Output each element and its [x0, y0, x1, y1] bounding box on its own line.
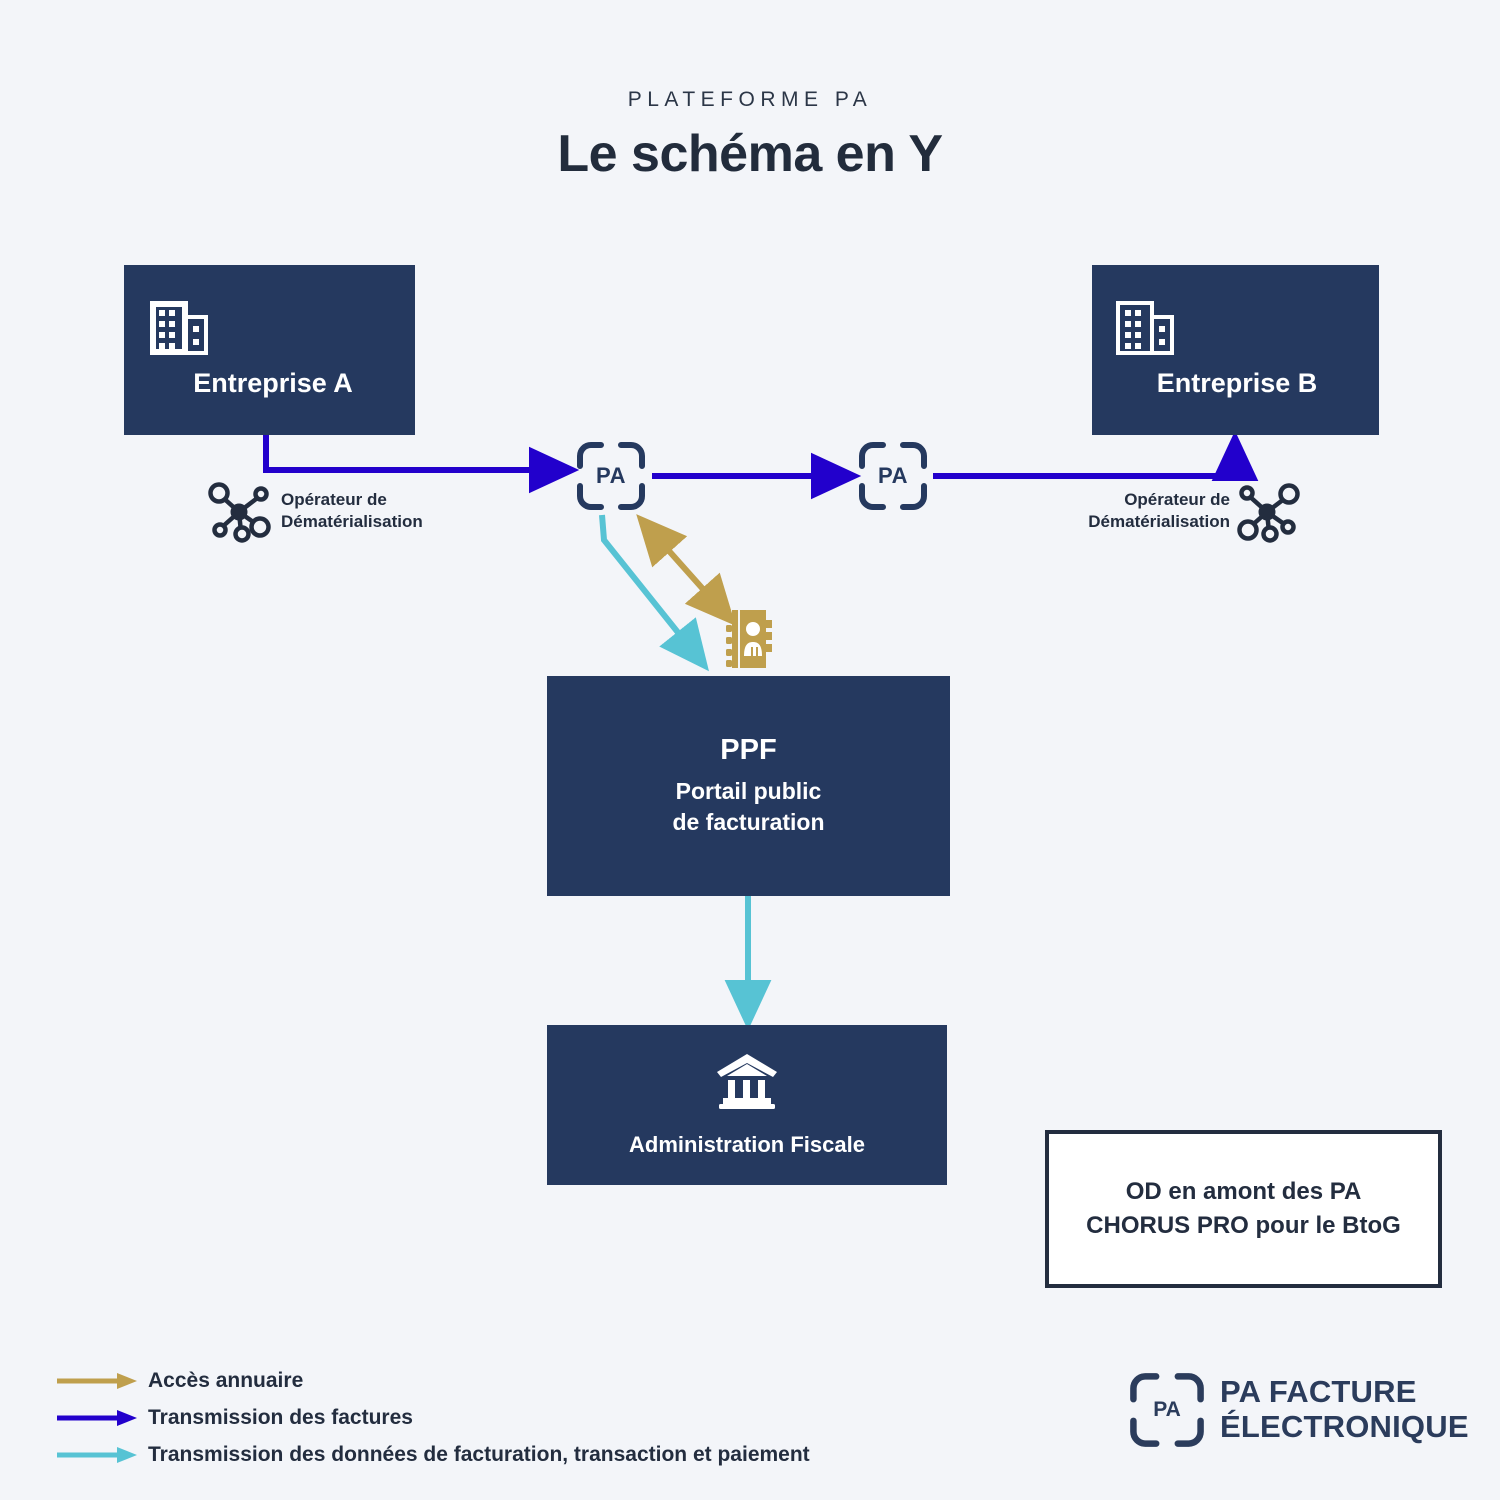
od-label-right-line1: Opérateur de — [1124, 490, 1230, 509]
brand-logo: PA PA FACTURE ÉLECTRONIQUE — [1128, 1371, 1469, 1449]
node-ppf-acronym: PPF — [720, 733, 777, 766]
network-nodes-icon — [1236, 481, 1302, 543]
network-nodes-icon — [208, 481, 274, 543]
pa-badge-icon — [577, 442, 645, 510]
flow-pa-right-to-entreprise-b — [933, 430, 1259, 482]
pa-badge-left-label: PA — [596, 463, 626, 488]
od-label-right: Opérateur de Dématérialisation — [1050, 489, 1230, 533]
node-entreprise-a-label: Entreprise A — [193, 367, 353, 398]
od-label-left: Opérateur de Dématérialisation — [281, 489, 423, 533]
legend-label-invoices: Transmission des factures — [148, 1405, 413, 1429]
page-eyebrow: PLATEFORME PA — [627, 88, 873, 111]
legend-item-invoices: Transmission des factures — [55, 1399, 810, 1436]
pa-badge-left[interactable]: PA — [575, 440, 647, 512]
legend-arrow-blue-icon — [57, 1409, 137, 1426]
flow-pa-left-annuaire-directory — [636, 514, 736, 626]
node-entreprise-a[interactable]: Entreprise A — [124, 265, 415, 435]
pa-badge-icon: PA — [1128, 1371, 1206, 1449]
node-administration-fiscale[interactable]: Administration Fiscale — [547, 1025, 947, 1185]
flow-entreprise-a-to-pa-left — [263, 435, 580, 494]
node-entreprise-b[interactable]: Entreprise B — [1092, 265, 1379, 435]
od-label-left-line1: Opérateur de — [281, 490, 387, 509]
flow-pa-left-to-ppf-data — [599, 514, 709, 672]
legend-label-data: Transmission des données de facturation,… — [148, 1442, 810, 1466]
note-line1: OD en amont des PA — [1125, 1177, 1362, 1205]
address-book-icon — [720, 608, 778, 670]
node-ppf[interactable]: PPF Portail public de facturation — [547, 676, 950, 896]
page-title: Le schéma en Y — [557, 125, 943, 183]
legend-arrow-teal-icon — [57, 1446, 137, 1463]
pa-badge-right-label: PA — [878, 463, 908, 488]
bank-institution-icon — [715, 1052, 779, 1110]
node-ppf-sub-line1: Portail public — [675, 777, 822, 804]
node-ppf-sub-line2: de facturation — [672, 809, 825, 835]
od-label-right-line2: Dématérialisation — [1088, 511, 1230, 531]
legend-arrow-gold-icon — [57, 1372, 137, 1389]
pa-badge-right[interactable]: PA — [857, 440, 929, 512]
brand-line1: PA FACTURE — [1220, 1374, 1417, 1410]
office-building-icon — [150, 300, 415, 355]
legend: Accès annuaire Transmission des factures… — [55, 1362, 810, 1473]
note-line2: CHORUS PRO pour le BtoG — [1086, 1212, 1401, 1239]
pa-badge-icon — [859, 442, 927, 510]
office-building-icon — [1116, 300, 1379, 355]
note-box: OD en amont des PA CHORUS PRO pour le Bt… — [1045, 1130, 1442, 1288]
brand-mark-label: PA — [1153, 1398, 1181, 1421]
legend-item-directory: Accès annuaire — [55, 1362, 810, 1399]
node-entreprise-b-label: Entreprise B — [1156, 367, 1318, 398]
od-label-left-line2: Dématérialisation — [281, 511, 423, 531]
node-administration-fiscale-label: Administration Fiscale — [629, 1132, 865, 1157]
legend-label-directory: Accès annuaire — [148, 1368, 304, 1392]
brand-line2: ÉLECTRONIQUE — [1220, 1409, 1469, 1444]
legend-item-data: Transmission des données de facturation,… — [55, 1436, 810, 1473]
